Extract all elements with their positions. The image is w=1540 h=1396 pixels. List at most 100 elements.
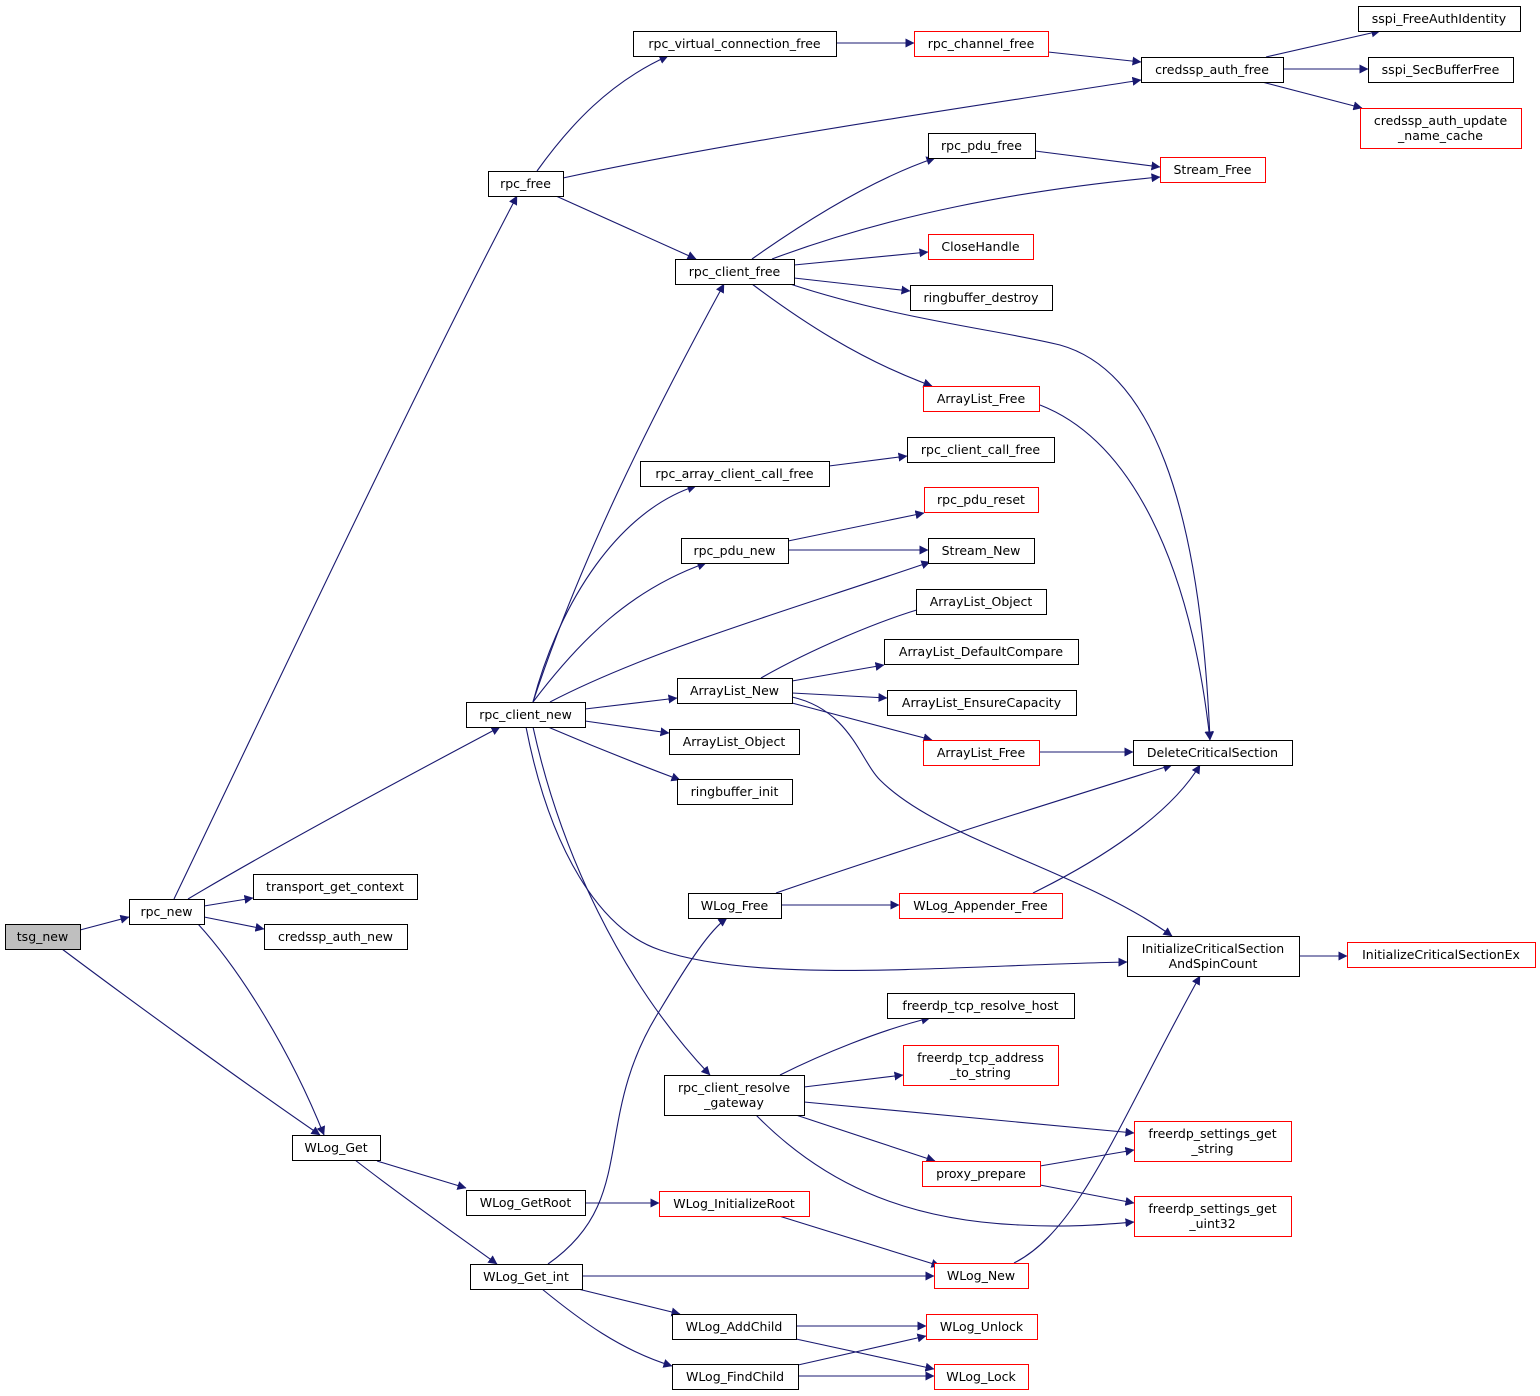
- node-box-ringbuffer_init: [677, 779, 793, 805]
- node-arraylist_object_right[interactable]: ArrayList_Object: [916, 589, 1047, 615]
- node-rpc_client_new[interactable]: rpc_client_new: [466, 702, 586, 728]
- node-credssp_auth_new[interactable]: credssp_auth_new: [264, 924, 408, 950]
- node-box-freerdp_settings_get_uint32: [1134, 1196, 1292, 1237]
- node-rpc_client_free[interactable]: rpc_client_free: [675, 259, 795, 285]
- edge-rpc_free-to-rpc_client_free: [555, 195, 697, 260]
- node-initializecriticalsectionex[interactable]: InitializeCriticalSectionEx: [1347, 942, 1536, 968]
- node-wlog_appender_free[interactable]: WLog_Appender_Free: [899, 893, 1063, 919]
- node-label-transport_get_context: transport_get_context: [266, 879, 404, 894]
- node-rpc_client_call_free[interactable]: rpc_client_call_free: [907, 437, 1055, 463]
- edge-rpc_new-to-rpc_client_new: [187, 726, 501, 900]
- edge-tsg_new-to-wlog_get: [61, 948, 321, 1136]
- edge-rpc_new-to-wlog_get: [197, 923, 326, 1136]
- node-rpc_pdu_new[interactable]: rpc_pdu_new: [681, 538, 789, 564]
- node-box-closehandle: [928, 234, 1034, 260]
- node-box-arraylist_free_mid: [923, 740, 1040, 766]
- node-label-initializecriticalsectionandspincount-line1: InitializeCriticalSection: [1142, 941, 1284, 956]
- node-label-freerdp_settings_get_uint32-line1: freerdp_settings_get: [1148, 1201, 1276, 1216]
- node-arraylist_ensurecapacity[interactable]: ArrayList_EnsureCapacity: [887, 690, 1077, 716]
- node-label-rpc_virtual_connection_free: rpc_virtual_connection_free: [648, 36, 820, 51]
- edge-rpc_client_new-to-stream_new: [549, 560, 931, 703]
- node-wlog_getroot[interactable]: WLog_GetRoot: [466, 1190, 586, 1216]
- node-label-arraylist_defaultcompare: ArrayList_DefaultCompare: [899, 644, 1063, 659]
- node-label-wlog_new: WLog_New: [947, 1268, 1015, 1283]
- edge-credssp_auth_free-to-sspi_freeauthidentity: [1265, 28, 1381, 58]
- node-sspi_freeauthidentity[interactable]: sspi_FreeAuthIdentity: [1358, 6, 1521, 32]
- node-label-credssp_auth_update_name_cache-line2: _name_cache: [1397, 128, 1483, 143]
- node-arraylist_new[interactable]: ArrayList_New: [677, 678, 793, 704]
- node-wlog_unlock[interactable]: WLog_Unlock: [926, 1314, 1038, 1340]
- node-transport_get_context[interactable]: transport_get_context: [253, 874, 418, 900]
- node-rpc_pdu_reset[interactable]: rpc_pdu_reset: [924, 487, 1039, 513]
- node-wlog_findchild[interactable]: WLog_FindChild: [672, 1364, 799, 1390]
- node-label-arraylist_ensurecapacity: ArrayList_EnsureCapacity: [902, 695, 1062, 710]
- node-wlog_free[interactable]: WLog_Free: [688, 893, 782, 919]
- node-freerdp_settings_get_string[interactable]: freerdp_settings_get_string: [1134, 1121, 1292, 1162]
- node-box-arraylist_ensurecapacity: [887, 690, 1077, 716]
- node-rpc_free[interactable]: rpc_free: [488, 171, 564, 197]
- node-credssp_auth_update_name_cache[interactable]: credssp_auth_update_name_cache: [1360, 108, 1522, 149]
- edge-rpc_new-to-rpc_free: [173, 195, 518, 900]
- node-arraylist_free_top[interactable]: ArrayList_Free: [923, 386, 1040, 412]
- node-credssp_auth_free[interactable]: credssp_auth_free: [1141, 57, 1284, 83]
- node-box-wlog_lock: [934, 1364, 1029, 1390]
- node-wlog_get_int[interactable]: WLog_Get_int: [470, 1264, 583, 1290]
- node-label-freerdp_settings_get_string-line2: _string: [1190, 1141, 1233, 1156]
- node-wlog_addchild[interactable]: WLog_AddChild: [672, 1314, 797, 1340]
- node-box-credssp_auth_free: [1141, 57, 1284, 83]
- node-rpc_new[interactable]: rpc_new: [129, 899, 205, 925]
- node-ringbuffer_init[interactable]: ringbuffer_init: [677, 779, 793, 805]
- node-box-rpc_client_resolve_gateway: [664, 1075, 805, 1116]
- node-arraylist_object_mid[interactable]: ArrayList_Object: [669, 729, 800, 755]
- edge-rpc_free-to-credssp_auth_free: [562, 76, 1142, 179]
- node-label-stream_new: Stream_New: [942, 543, 1021, 558]
- node-box-rpc_pdu_reset: [924, 487, 1039, 513]
- node-freerdp_settings_get_uint32[interactable]: freerdp_settings_get_uint32: [1134, 1196, 1292, 1237]
- edge-wlog_get_int-to-wlog_addchild: [577, 1288, 681, 1317]
- node-deletecriticalsection[interactable]: DeleteCriticalSection: [1133, 740, 1293, 766]
- node-label-rpc_client_free: rpc_client_free: [689, 264, 781, 279]
- node-box-wlog_get: [292, 1135, 381, 1161]
- edge-arraylist_free_top-to-deletecriticalsection: [1039, 404, 1214, 741]
- node-box-initializecriticalsectionandspincount: [1127, 936, 1300, 977]
- node-arraylist_defaultcompare[interactable]: ArrayList_DefaultCompare: [884, 639, 1079, 665]
- node-label-wlog_get_int: WLog_Get_int: [483, 1269, 569, 1284]
- node-freerdp_tcp_resolve_host[interactable]: freerdp_tcp_resolve_host: [887, 993, 1075, 1019]
- node-label-wlog_appender_free: WLog_Appender_Free: [913, 898, 1048, 913]
- node-box-initializecriticalsectionex: [1347, 942, 1536, 968]
- node-rpc_array_client_call_free[interactable]: rpc_array_client_call_free: [640, 461, 830, 487]
- node-sspi_secbufferfree[interactable]: sspi_SecBufferFree: [1368, 57, 1514, 83]
- node-wlog_get[interactable]: WLog_Get: [292, 1135, 381, 1161]
- node-rpc_client_resolve_gateway[interactable]: rpc_client_resolve_gateway: [664, 1075, 805, 1116]
- node-label-rpc_free: rpc_free: [500, 176, 551, 191]
- node-box-wlog_free: [688, 893, 782, 919]
- node-stream_new[interactable]: Stream_New: [928, 538, 1035, 564]
- edge-rpc_free-to-rpc_virtual_connection_free: [536, 55, 669, 172]
- node-label-arraylist_new: ArrayList_New: [690, 683, 779, 698]
- edge-rpc_client_resolve_gateway-to-freerdp_settings_get_string: [803, 1101, 1135, 1137]
- node-box-arraylist_object_right: [916, 589, 1047, 615]
- node-tsg_new[interactable]: tsg_new: [5, 924, 81, 950]
- node-box-wlog_getroot: [466, 1190, 586, 1216]
- edge-rpc_client_new-to-rpc_pdu_new: [532, 561, 707, 703]
- node-proxy_prepare[interactable]: proxy_prepare: [922, 1161, 1041, 1187]
- node-rpc_virtual_connection_free[interactable]: rpc_virtual_connection_free: [633, 31, 837, 57]
- node-freerdp_tcp_address_to_string[interactable]: freerdp_tcp_address_to_string: [903, 1045, 1059, 1086]
- node-label-freerdp_tcp_resolve_host: freerdp_tcp_resolve_host: [902, 998, 1058, 1013]
- edge-rpc_client_resolve_gateway-to-freerdp_tcp_address_to_string: [803, 1071, 904, 1088]
- node-box-transport_get_context: [253, 874, 418, 900]
- node-closehandle[interactable]: CloseHandle: [928, 234, 1034, 260]
- node-label-freerdp_settings_get_uint32-line2: _uint32: [1188, 1216, 1235, 1231]
- node-rpc_pdu_free[interactable]: rpc_pdu_free: [928, 133, 1036, 159]
- edge-rpc_client_free-to-stream_free: [771, 173, 1161, 260]
- node-wlog_new[interactable]: WLog_New: [934, 1263, 1029, 1289]
- node-ringbuffer_destroy[interactable]: ringbuffer_destroy: [910, 285, 1053, 311]
- node-arraylist_free_mid[interactable]: ArrayList_Free: [923, 740, 1040, 766]
- edge-credssp_auth_free-to-credssp_auth_update_name_cache: [1261, 81, 1363, 111]
- node-wlog_lock[interactable]: WLog_Lock: [934, 1364, 1029, 1390]
- node-stream_free[interactable]: Stream_Free: [1160, 157, 1266, 183]
- node-wlog_initializeroot[interactable]: WLog_InitializeRoot: [659, 1191, 810, 1217]
- edge-proxy_prepare-to-freerdp_settings_get_string: [1039, 1146, 1135, 1167]
- node-rpc_channel_free[interactable]: rpc_channel_free: [914, 31, 1049, 57]
